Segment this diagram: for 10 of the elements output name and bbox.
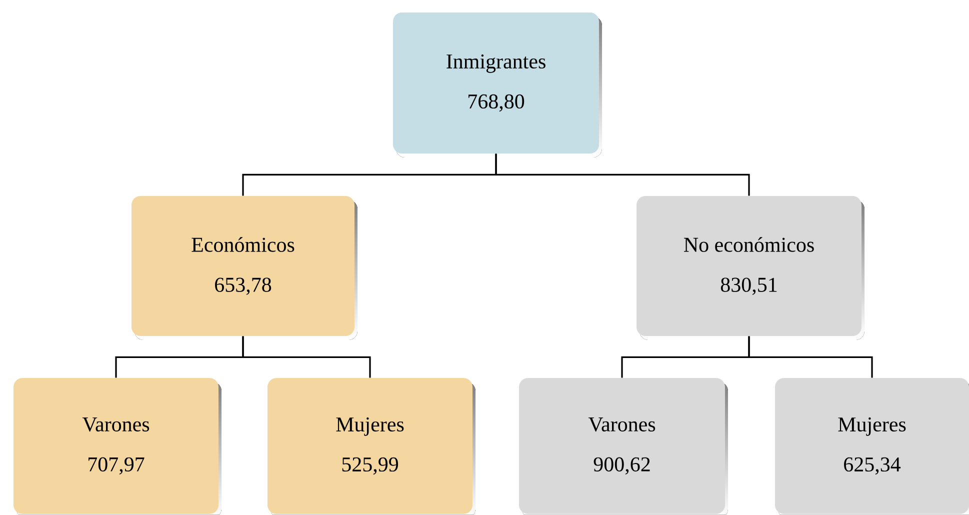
category-box: Varones 900,62 [519, 378, 728, 515]
connector-line [748, 336, 873, 378]
connector-line [242, 336, 371, 378]
category-box: No económicos 830,51 [636, 196, 864, 340]
connector-line [495, 154, 750, 196]
category-box: Mujeres 625,34 [775, 378, 969, 515]
category-box: Económicos 653,78 [132, 196, 358, 340]
category-box: Varones 707,97 [14, 378, 222, 515]
category-box: Mujeres 525,99 [268, 378, 476, 515]
category-box: Inmigrantes 768,80 [393, 12, 602, 158]
